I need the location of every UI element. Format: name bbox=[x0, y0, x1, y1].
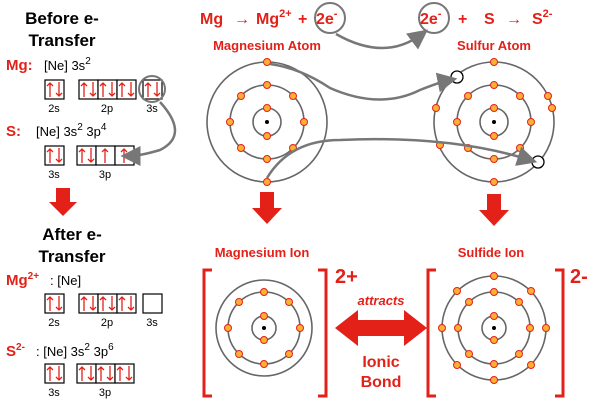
mg-label: Mg: bbox=[6, 57, 33, 74]
s-subshell-3p: 3p bbox=[99, 169, 111, 181]
eq-s-ion: S2- bbox=[532, 8, 553, 28]
s-ion-right-bracket bbox=[555, 268, 565, 398]
transfer-arrow-top bbox=[269, 62, 458, 101]
s-empty-slot-2 bbox=[531, 155, 545, 169]
mg-ion-subshell-2p: 2p bbox=[101, 317, 113, 329]
mg-subshell-2s: 2s bbox=[48, 103, 60, 115]
s-ion-config: : [Ne] 3s2 3p6 bbox=[36, 342, 114, 359]
mg-ion-title: Magnesium Ion bbox=[215, 245, 310, 260]
s-equation: 2e- + S → S2- bbox=[420, 8, 553, 28]
mg-electron-arrows bbox=[46, 82, 161, 97]
s-label: S: bbox=[6, 123, 21, 140]
eq-mg: Mg bbox=[200, 11, 223, 28]
after-heading-line1: After e- bbox=[42, 225, 102, 244]
ionic-label: Ionic bbox=[362, 354, 399, 371]
mg-3s-highlight bbox=[138, 75, 166, 103]
s-subshell-3s: 3s bbox=[48, 169, 60, 181]
s-ion-electron-arrows bbox=[46, 366, 133, 381]
s-empty-slot-1 bbox=[450, 70, 464, 84]
s-ion-subshell-3p: 3p bbox=[99, 387, 111, 399]
bond-label: Bond bbox=[361, 374, 402, 391]
before-heading-line2: Transfer bbox=[28, 31, 95, 50]
mg-ion-electron-arrows bbox=[46, 296, 135, 311]
mg-down-arrow bbox=[252, 192, 282, 224]
mg-ion-left-bracket bbox=[202, 268, 212, 398]
eq-mg-ion: Mg2+ bbox=[256, 8, 292, 28]
sulfide-ion bbox=[438, 272, 550, 384]
electrons-circle-right bbox=[418, 2, 450, 34]
attracts-label: attracts bbox=[358, 293, 405, 308]
eq-plus-2: + bbox=[458, 11, 467, 28]
eq-electrons-1: 2e- bbox=[316, 8, 338, 28]
after-heading-line2: Transfer bbox=[38, 247, 105, 266]
mg-subshell-3s: 3s bbox=[146, 103, 158, 115]
mg-ion-right-bracket bbox=[318, 268, 328, 398]
s-ion-label: S2- bbox=[6, 342, 25, 360]
mg-ion-subshell-3s: 3s bbox=[146, 317, 158, 329]
s-ion-left-bracket bbox=[426, 268, 436, 398]
eq-arrow-1: → bbox=[234, 11, 250, 28]
eq-plus-1: + bbox=[298, 11, 307, 28]
left-down-arrow bbox=[49, 188, 77, 216]
left-transfer-arrow bbox=[120, 101, 177, 166]
transfer-arrow-bottom bbox=[265, 137, 538, 179]
mg-subshell-2p: 2p bbox=[101, 103, 113, 115]
mg-ion-charge: 2+ bbox=[335, 266, 358, 288]
mg-ion-label: Mg2+ bbox=[6, 271, 39, 289]
electron-transfer-arrow bbox=[335, 29, 428, 50]
eq-electrons-2: 2e- bbox=[420, 8, 442, 28]
s-atom-label: Sulfur Atom bbox=[457, 38, 531, 53]
sulfur-atom bbox=[432, 58, 556, 186]
eq-arrow-2: → bbox=[506, 11, 522, 28]
electrons-circle-left bbox=[314, 2, 346, 34]
s-ion-charge: 2- bbox=[570, 266, 588, 288]
magnesium-atom bbox=[206, 58, 328, 186]
mg-config: [Ne] 3s2 bbox=[44, 56, 91, 73]
mg-atom-label: Magnesium Atom bbox=[213, 38, 321, 53]
s-down-arrow bbox=[479, 194, 509, 226]
mg-ion-subshell-2s: 2s bbox=[48, 317, 60, 329]
s-ion-subshell-3s: 3s bbox=[48, 387, 60, 399]
magnesium-ion bbox=[215, 279, 313, 377]
s-config: [Ne] 3s2 3p4 bbox=[36, 122, 107, 139]
attraction-double-arrow bbox=[335, 310, 427, 346]
eq-s: S bbox=[484, 11, 495, 28]
s-ion-title: Sulfide Ion bbox=[458, 245, 525, 260]
mg-equation: Mg → Mg2+ + 2e- bbox=[200, 8, 338, 28]
before-heading-line1: Before e- bbox=[25, 9, 99, 28]
mg-ion-config: : [Ne] bbox=[50, 273, 81, 288]
